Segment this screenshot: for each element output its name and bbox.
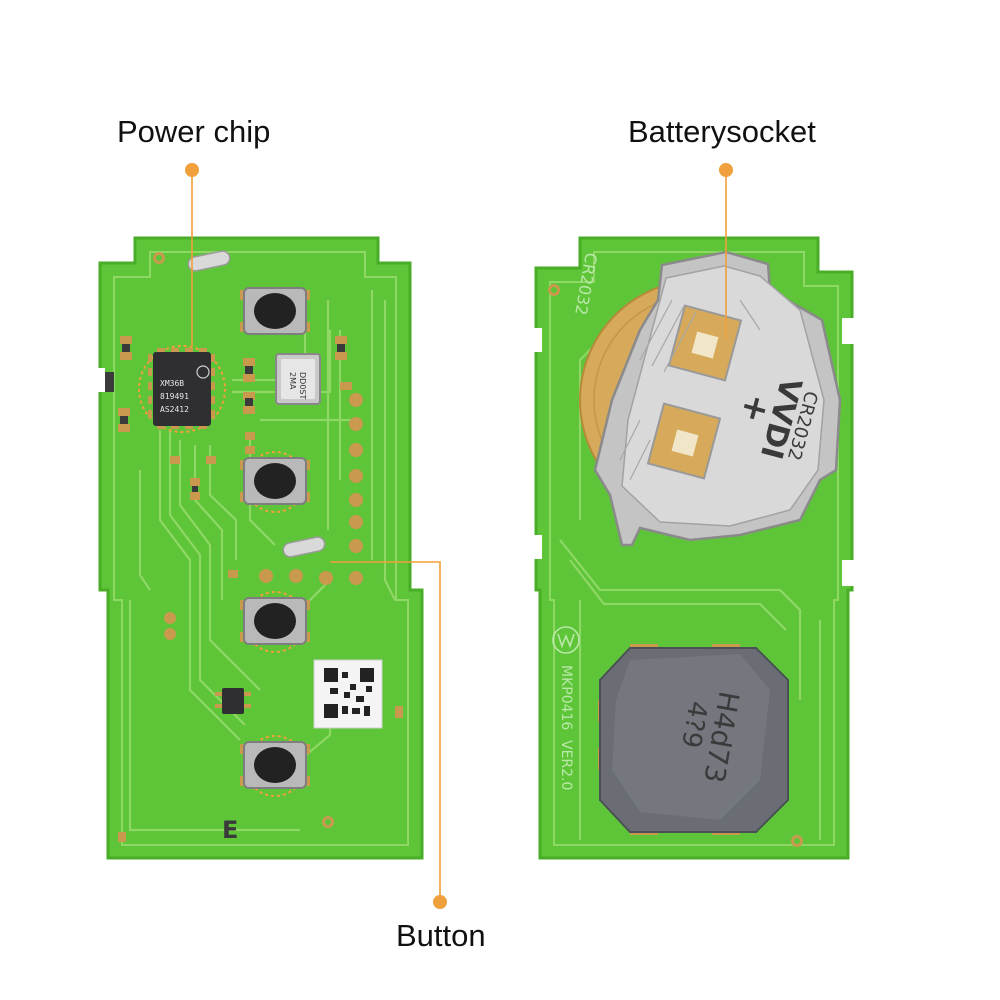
button-label: Button xyxy=(396,918,486,953)
button-leader xyxy=(330,561,441,902)
crystal-marking-line1: 2MA xyxy=(288,372,297,390)
mount-hole xyxy=(325,819,331,825)
button-cap xyxy=(254,603,296,639)
via-pads xyxy=(164,393,363,640)
callout-leaders xyxy=(185,163,733,909)
front-pcb: XM36B 819491 AS2412 2MA DD0ST xyxy=(98,236,424,860)
board-notches xyxy=(95,318,856,586)
mount-hole xyxy=(551,287,557,293)
front-button-2 xyxy=(240,451,310,513)
chip-logo-icon xyxy=(196,365,210,379)
small-ic xyxy=(222,688,244,714)
button-cap xyxy=(254,747,296,783)
front-silkscreen-mark: E xyxy=(222,816,238,844)
clip-ribs xyxy=(619,299,761,481)
front-button-3 xyxy=(240,591,310,653)
contact-strip xyxy=(187,250,231,272)
back-board-id: MKP0416 xyxy=(558,665,574,730)
potted-module: H4d73 4?9 xyxy=(598,644,789,835)
qr-code-sticker xyxy=(313,659,383,729)
crystal-marking-line2: DD0ST xyxy=(298,372,307,399)
battery-socket: + VVDI CR2032 xyxy=(579,250,842,547)
button-cap xyxy=(254,293,296,329)
back-edge-trace xyxy=(549,251,839,846)
back-pcb: CR2032 MKP0416 VER2.0 + VVDI CR2032 xyxy=(95,236,856,860)
mount-hole xyxy=(794,838,800,844)
power-chip-body xyxy=(153,352,211,426)
button-cap xyxy=(254,463,296,499)
contact-strip xyxy=(282,536,326,558)
power-chip-highlight xyxy=(138,345,226,433)
chip-marking-line1: XM36B xyxy=(160,379,184,388)
front-button-1 xyxy=(240,287,310,335)
smd-components xyxy=(104,336,403,842)
power-chip: XM36B 819491 AS2412 xyxy=(138,345,226,433)
mount-hole xyxy=(156,255,162,261)
power-chip-label: Power chip xyxy=(117,114,271,149)
front-edge-trace xyxy=(113,251,409,846)
battery-socket-label: Batterysocket xyxy=(628,114,816,149)
brand-logo-icon xyxy=(552,626,580,654)
front-button-4 xyxy=(240,735,310,797)
crystal-oscillator: 2MA DD0ST xyxy=(275,353,321,405)
chip-marking-line2: 819491 xyxy=(160,392,189,401)
chip-marking-line3: AS2412 xyxy=(160,405,189,414)
back-version: VER2.0 xyxy=(558,740,574,790)
